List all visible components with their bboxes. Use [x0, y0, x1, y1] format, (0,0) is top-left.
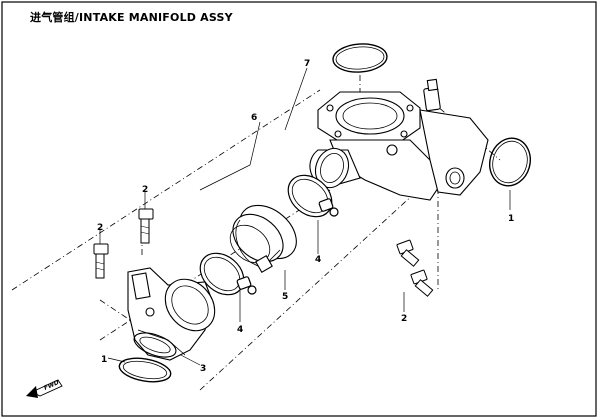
- guide-line-lower: [199, 169, 441, 391]
- oring-lower: [118, 357, 172, 383]
- callout-4-lower: 4: [237, 325, 243, 335]
- rubber-joint: [229, 204, 297, 273]
- callout-3: 3: [200, 364, 206, 374]
- callout-1-right: 1: [508, 214, 514, 224]
- callout-7: 7: [304, 59, 310, 69]
- hose-clamp-upper: [287, 174, 339, 218]
- callout-6: 6: [251, 113, 257, 123]
- callout-2-left-upper: 2: [142, 185, 148, 195]
- diagram-title: 进气管组/INTAKE MANIFOLD ASSY: [30, 11, 233, 24]
- callout-2-right: 2: [401, 314, 407, 324]
- bolt-right-lower: [410, 269, 434, 297]
- callout-4-upper: 4: [315, 255, 321, 265]
- callout-2-left-lower: 2: [97, 223, 103, 233]
- bolt-right-upper: [396, 239, 420, 267]
- hose-clamp-lower: [199, 252, 257, 296]
- leader-lines: [99, 67, 511, 366]
- oring-top: [332, 43, 388, 73]
- forward-arrow-icon: FWD: [26, 379, 63, 398]
- bolt-left-upper: [138, 208, 154, 244]
- guide-bolt-left-b: [99, 299, 131, 321]
- oring-right: [489, 137, 531, 187]
- callout-1-lower: 1: [101, 355, 107, 365]
- throttle-adapter: [127, 267, 216, 361]
- intake-manifold-body: [309, 78, 489, 201]
- guide-line-upper: [11, 89, 321, 291]
- leader-6: [199, 121, 261, 191]
- guide-oring-right: [429, 99, 501, 161]
- callout-5: 5: [282, 292, 288, 302]
- bolt-left-lower: [93, 243, 109, 279]
- leader-7: [284, 67, 308, 131]
